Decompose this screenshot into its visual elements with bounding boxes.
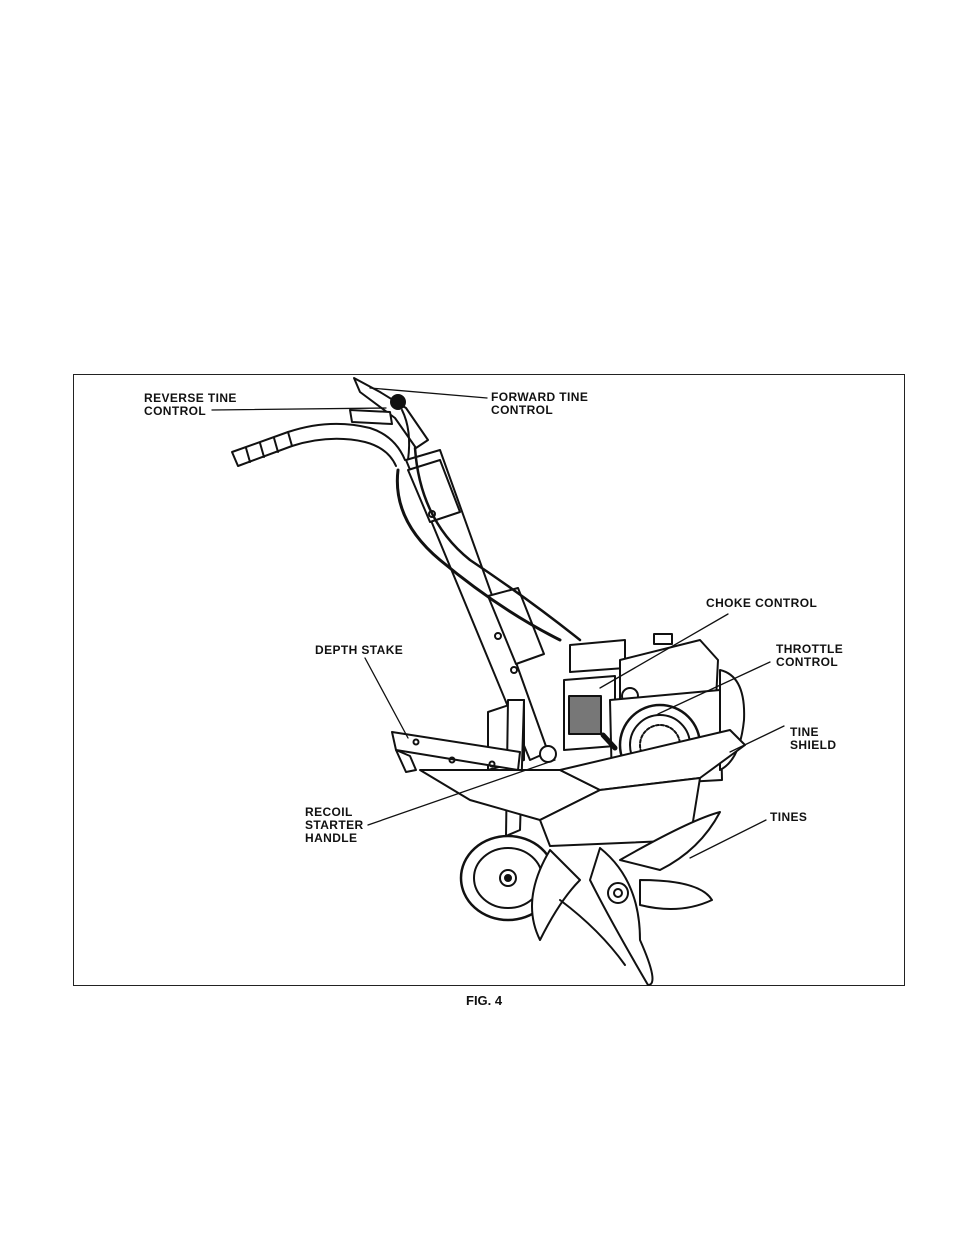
label-line: CONTROL — [776, 656, 843, 669]
label-throttle-control: THROTTLE CONTROL — [776, 643, 843, 669]
figure-caption: FIG. 4 — [466, 993, 502, 1008]
label-tine-shield: TINE SHIELD — [790, 726, 836, 752]
handlebar — [232, 424, 405, 466]
label-line: DEPTH STAKE — [315, 644, 403, 657]
handle-top-controls — [350, 378, 428, 460]
label-choke-control: CHOKE CONTROL — [706, 597, 817, 610]
label-line: TINES — [770, 811, 807, 824]
label-tines: TINES — [770, 811, 807, 824]
label-line: CONTROL — [144, 405, 237, 418]
label-line: SHIELD — [790, 739, 836, 752]
handle-tube — [406, 450, 556, 762]
label-line: HANDLE — [305, 832, 364, 845]
label-depth-stake: DEPTH STAKE — [315, 644, 403, 657]
label-recoil-starter-handle: RECOIL STARTER HANDLE — [305, 806, 364, 845]
label-reverse-tine-control: REVERSE TINE CONTROL — [144, 392, 237, 418]
label-line: CONTROL — [491, 404, 588, 417]
label-forward-tine-control: FORWARD TINE CONTROL — [491, 391, 588, 417]
label-line: CHOKE CONTROL — [706, 597, 817, 610]
